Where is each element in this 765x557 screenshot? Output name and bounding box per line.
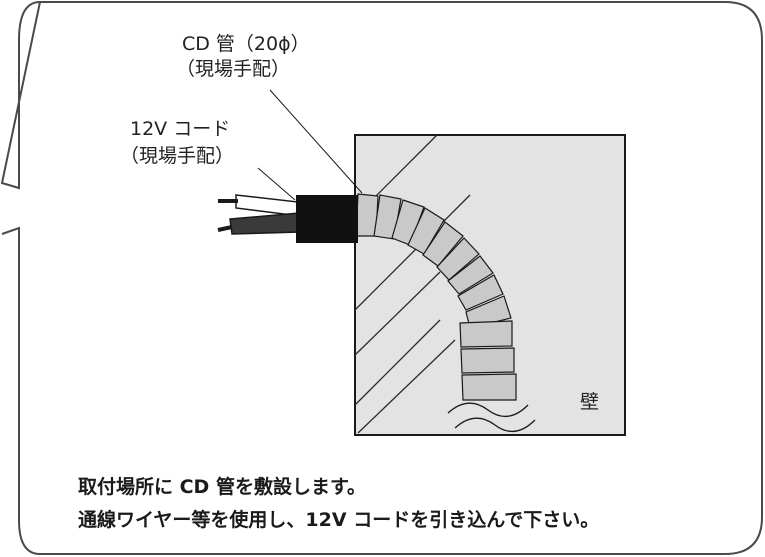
- pipe-segment: [461, 373, 517, 401]
- cord-leader: [257, 167, 296, 201]
- cd-pipe-leader: [269, 89, 363, 194]
- cord-sleeve: [296, 195, 358, 243]
- cd-pipe-label: CD 管（20ϕ）: [182, 33, 310, 55]
- cd-pipe: [355, 193, 517, 401]
- cord-note: （現場手配）: [120, 145, 235, 167]
- pipe-segment: [459, 320, 513, 348]
- cd-pipe-note: （現場手配）: [176, 58, 291, 80]
- break-lines: [447, 402, 536, 432]
- dark-wire-core: [217, 225, 233, 232]
- cord-label: 12V コード: [130, 118, 231, 140]
- dark-wire: [229, 212, 301, 235]
- white-wire: [235, 194, 301, 217]
- pipe-segment: [447, 255, 494, 295]
- pipe-segment: [460, 347, 515, 374]
- instruction-line-1: 取付場所に CD 管を敷設します。: [78, 476, 367, 498]
- wall-label: 壁: [580, 391, 600, 413]
- pipe-segment: [457, 274, 504, 311]
- instruction-line-2: 通線ワイヤー等を使用し、12V コードを引き込んで下さい。: [78, 509, 600, 531]
